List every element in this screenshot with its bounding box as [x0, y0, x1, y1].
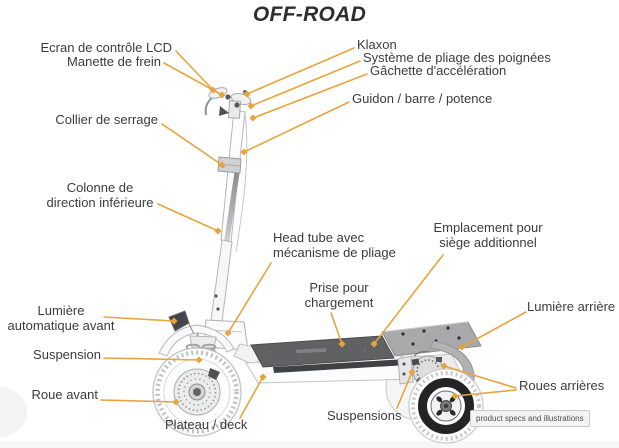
label-front-light: Lumière automatique avant [7, 303, 115, 333]
label-seat-mount: Emplacement pour siège additionnel [433, 220, 543, 250]
label-clamp-collar: Collier de serrage [55, 112, 158, 127]
front-fender [158, 324, 235, 357]
front-light-part [168, 310, 195, 335]
leader-head-tube [224, 262, 272, 337]
page-title: OFF-ROAD [252, 3, 367, 26]
label-handle-folding: Système de pliage des poignées [363, 50, 551, 65]
front-wheel-part [152, 347, 242, 437]
leader-handle-folding [247, 60, 361, 110]
leader-lines [100, 47, 527, 419]
leader-lower-steering-column [157, 203, 222, 235]
leader-rear-wheels [440, 362, 517, 400]
deck-part [245, 335, 423, 384]
scooter-illustration [0, 87, 619, 448]
leader-brake-lever [163, 62, 226, 99]
label-rear-suspensions: Suspensions [327, 408, 402, 423]
leader-front-suspension [103, 356, 203, 364]
leader-deck [239, 373, 267, 419]
leader-seat-mount [370, 254, 444, 348]
leader-front-light [103, 316, 178, 325]
clamp-collar-part [217, 156, 242, 174]
label-lcd-screen: Ecran de contrôle LCD [40, 40, 172, 55]
steering-column [208, 109, 248, 339]
label-throttle: Gâchette d'accélération [370, 63, 507, 78]
edge-blob [0, 386, 27, 438]
leader-throttle [249, 73, 368, 122]
label-deck: Plateau / deck [165, 417, 248, 432]
rear-suspension-assembly [397, 350, 461, 387]
label-charging-port: Prise pour chargement [304, 280, 374, 310]
leader-horn [243, 47, 355, 98]
rear-seat-plate [381, 321, 482, 357]
label-brake-lever: Manette de frein [67, 54, 161, 69]
watermark-badge: product specs and illustrations [470, 410, 590, 427]
label-front-suspension: Suspension [33, 347, 101, 362]
label-front-wheel: Roue avant [31, 387, 99, 402]
leader-front-wheel [100, 398, 180, 406]
label-handlebar: Guidon / barre / potence [352, 91, 493, 106]
label-head-tube: Head tube avec mécanisme de pliage [273, 230, 396, 260]
label-horn: Klaxon [357, 37, 397, 52]
label-rear-light: Lumière arrière [527, 299, 616, 314]
leader-charging-port [330, 312, 346, 348]
ground-shading [0, 441, 619, 448]
leader-handlebar [240, 101, 350, 156]
leader-clamp-collar [161, 123, 226, 169]
leader-rear-suspensions [396, 368, 416, 409]
leader-rear-light [458, 311, 527, 351]
label-lower-steering-column: Colonne de direction inférieure [46, 180, 154, 210]
label-rear-wheels: Roues arrières [519, 378, 605, 393]
rear-wheel-near [408, 368, 484, 444]
